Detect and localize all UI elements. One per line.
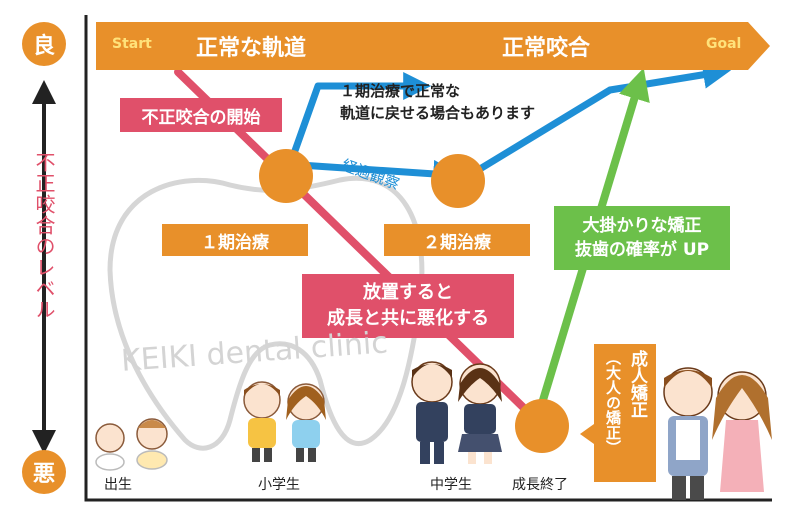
stage-birth: 出生 (104, 477, 132, 493)
phase2-treatment-label: ２期治療 (384, 224, 530, 256)
stage-junior-high: 中学生 (430, 477, 472, 493)
axis-arrow (32, 80, 56, 454)
neglect-line2: 成長と共に悪化する (327, 308, 489, 329)
phase1-return-arrow (282, 72, 432, 178)
malocclusion-onset-label: 不正咬合の開始 (120, 98, 282, 132)
phase1-note-line2: 軌道に戻せる場合もあります (340, 104, 536, 122)
adult-main-text: 成人矯正 (627, 350, 647, 418)
major-correction-label: 大掛かりな矯正 抜歯の確率が UP (554, 206, 730, 270)
stage-growth-end: 成長終了 (512, 477, 568, 493)
phase1-treatment-label: １期治療 (162, 224, 308, 256)
neglect-line1: 放置すると (363, 282, 453, 303)
tooth-watermark (107, 175, 425, 451)
observation-arrow (299, 159, 462, 188)
bad-level-badge: 悪 (22, 450, 66, 494)
major-line1: 大掛かりな矯正 (582, 216, 702, 236)
phase1-node (259, 149, 313, 203)
adult-paren-text: （大人の矯正） (604, 350, 622, 455)
baby-illustration (95, 418, 168, 471)
phase2-node (431, 154, 485, 208)
malocclusion-level-label: 不正咬合のレベル (32, 152, 56, 320)
phase2-goal-arrow (468, 60, 732, 178)
junior-high-students-illustration (411, 361, 502, 464)
adults-illustration (663, 367, 772, 500)
growth-end-node (515, 399, 569, 453)
phase1-note-line1: １期治療で正常な (340, 82, 461, 100)
diagram-frame (84, 15, 772, 502)
good-level-badge: 良 (22, 22, 66, 66)
stage-elementary: 小学生 (258, 477, 300, 493)
elementary-children-illustration (243, 381, 326, 462)
banner-start: Start (112, 36, 152, 52)
adult-correction-label: 成人矯正 （大人の矯正） (594, 344, 656, 482)
banner-goal: Goal (706, 36, 742, 52)
adult-pointer (580, 424, 594, 444)
banner-left-text: 正常な軌道 (196, 36, 307, 61)
major-line2: 抜歯の確率が UP (574, 240, 710, 260)
neglect-worsens-label: 放置すると 成長と共に悪化する (302, 274, 514, 338)
normal-track-banner (96, 22, 770, 70)
banner-right-text: 正常咬合 (502, 36, 591, 61)
